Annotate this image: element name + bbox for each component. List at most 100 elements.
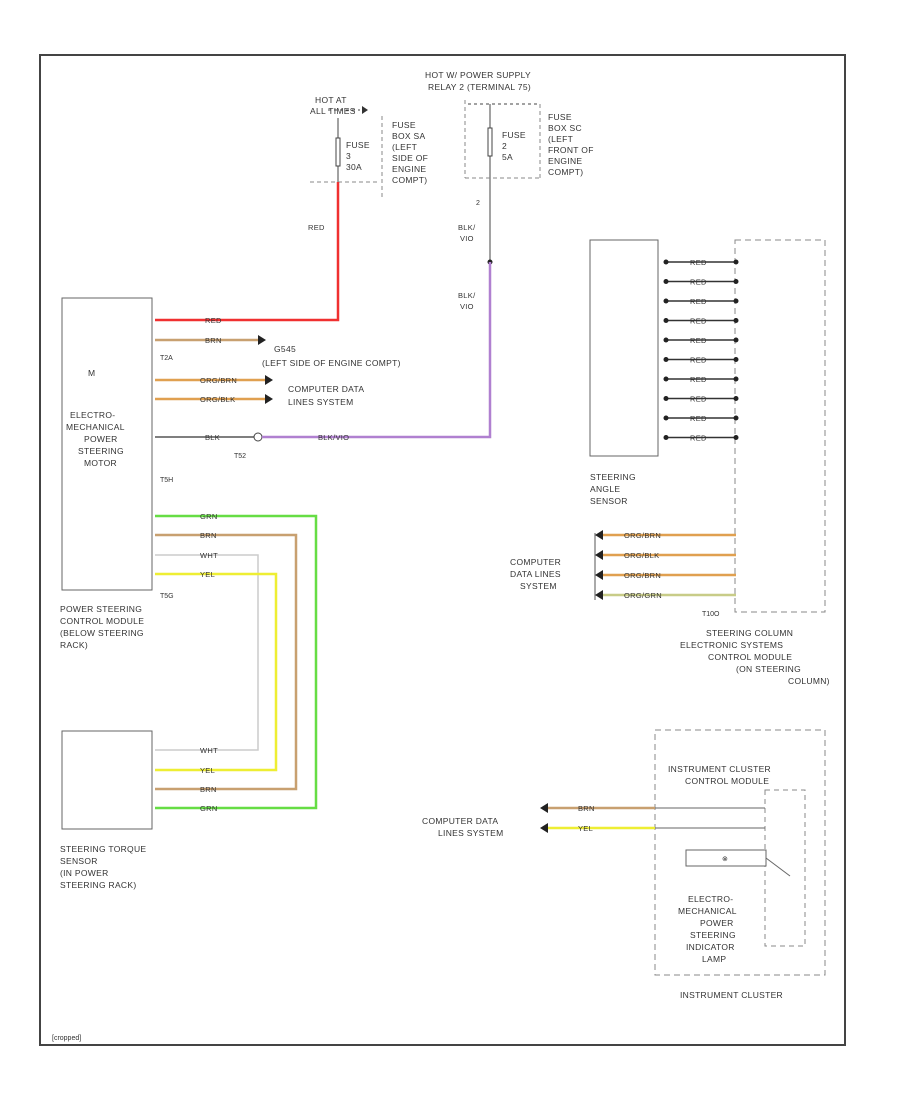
power-feed-right: HOT W/ POWER SUPPLY RELAY 2 (TERMINAL 75… [425,70,594,311]
control-module-caption-2: CONTROL MODULE [60,616,144,626]
angle-sensor-wire-label: RED [690,297,707,306]
ground-label: G545 [274,344,296,354]
wire-label-red: RED [308,223,325,232]
fuse-right-number: 2 [502,141,507,151]
wire-end-dot [733,337,739,343]
torque-sensor-caption-2: SENSOR [60,856,98,866]
column-data-lines-label-3: SYSTEM [520,581,557,591]
wire-end-dot [663,435,669,440]
fuse-box-left-line3: (LEFT [392,142,417,152]
wire-label-yel: YEL [200,570,215,579]
fuse-box-right-line1: FUSE [548,112,572,122]
column-caption-5: COLUMN) [788,676,830,686]
fuse-box-right-line3: (LEFT [548,134,573,144]
wire-label-vio: VIO [460,234,474,243]
cluster-control-module-label-1: INSTRUMENT CLUSTER [668,764,771,774]
fuse-box-left-line6: COMPT) [392,175,427,185]
angle-sensor-wire-label: RED [690,258,707,267]
power-steering-control-module: M ELECTRO- MECHANICAL POWER STEERING MOT… [60,297,174,650]
angle-sensor-wire-label: RED [690,278,707,287]
cluster-data-lines-label-1: COMPUTER DATA [422,816,498,826]
connector-t2a: T2A [160,355,173,362]
computer-data-lines-label-2: LINES SYSTEM [288,397,353,407]
arrow-icon [595,570,603,580]
column-data-wire-label: ORG/BLK [624,551,659,560]
arrow-icon [265,394,273,404]
fuse-icon [487,127,493,157]
connector-t5g: T5G [160,593,174,600]
column-caption-4: (ON STEERING [736,664,801,674]
column-data-wire-label: ORG/GRN [624,591,662,600]
wire-end-dot [663,259,669,265]
arrow-icon [540,823,548,833]
wire-label-blk-2: BLK/ [458,291,476,300]
wire-label-grn-sensor: GRN [200,804,218,813]
fuse-box-left-line5: ENGINE [392,164,426,174]
angle-sensor-label-3: SENSOR [590,496,628,506]
column-data-lines-label-2: DATA LINES [510,569,561,579]
wire-end-dot [663,298,669,304]
lamp-label-4: STEERING [690,930,736,940]
wire-end-dot [733,415,739,421]
control-module-caption-4: RACK) [60,640,88,650]
fuse-left-number: 3 [346,151,351,161]
arrow-icon [595,590,603,600]
wire-end-dot [733,435,739,440]
fuse-box-right-line4: FRONT OF [548,145,594,155]
wire-label-vio-2: VIO [460,302,474,311]
lamp-label-1: ELECTRO- [688,894,733,904]
fuse-right-label: FUSE [502,130,526,140]
connector-t5h: T5H [160,477,173,484]
wire-label-brn-cluster: BRN [578,804,595,813]
wire-end-dot [663,279,669,284]
connector-t52: T52 [234,453,246,460]
torque-sensor-caption-1: STEERING TORQUE [60,844,146,854]
ground-location-label: (LEFT SIDE OF ENGINE COMPT) [262,358,401,368]
wire-label-grn: GRN [200,512,218,521]
fuse-left-label: FUSE [346,140,370,150]
torque-sensor-caption-4: STEERING RACK) [60,880,136,890]
wire-end-dot [663,318,669,323]
wire-label-blk: BLK/ [458,223,476,232]
wire-end-dot [663,376,669,382]
fuse-box-left-line4: SIDE OF [392,153,428,163]
column-caption-1: STEERING COLUMN [706,628,793,638]
wire-end-dot [733,279,739,284]
cluster-control-module-label-2: CONTROL MODULE [685,776,769,786]
wire-label-red-2: RED [205,316,222,325]
wire-red [155,182,340,322]
wire-end-dot [733,357,739,362]
control-module-caption-1: POWER STEERING [60,604,142,614]
instrument-cluster: INSTRUMENT CLUSTER CONTROL MODULE ⊗ ELEC… [422,729,826,1000]
motor-label-4: STEERING [78,446,124,456]
wire-label-yel-cluster: YEL [578,824,593,833]
instrument-cluster-caption: INSTRUMENT CLUSTER [680,990,783,1000]
wire-grn [155,514,318,810]
angle-sensor-wire-label: RED [690,317,707,326]
wire-label-org-brn: ORG/BRN [200,376,237,385]
connector-icon [253,432,263,442]
wire-label-wht: WHT [200,551,218,560]
arrow-icon [265,375,273,385]
fuse-box-right-line6: COMPT) [548,167,583,177]
angle-sensor-wire-label: RED [690,375,707,384]
lamp-label-2: MECHANICAL [678,906,737,916]
wire-label-wht-sensor: WHT [200,746,218,755]
wire-end-dot [733,298,739,304]
wire-label-yel-sensor: YEL [200,766,215,775]
lamp-label-5: INDICATOR [686,942,735,952]
arrow-icon [362,106,368,114]
cluster-data-lines-label-2: LINES SYSTEM [438,828,503,838]
arrow-icon [595,530,603,540]
angle-sensor-label-2: ANGLE [590,484,620,494]
angle-sensor-wire-label: RED [690,356,707,365]
fuse-box-left-line1: FUSE [392,120,416,130]
hot-relay-label: HOT W/ POWER SUPPLY [425,70,531,80]
power-feed-left: HOT AT ALL TIMES FUSE 3 30A FUSE BOX SA … [310,95,428,200]
wire-end-dot [733,376,739,382]
torque-sensor-caption-3: (IN POWER [60,868,109,878]
wire-end-dot [663,415,669,421]
